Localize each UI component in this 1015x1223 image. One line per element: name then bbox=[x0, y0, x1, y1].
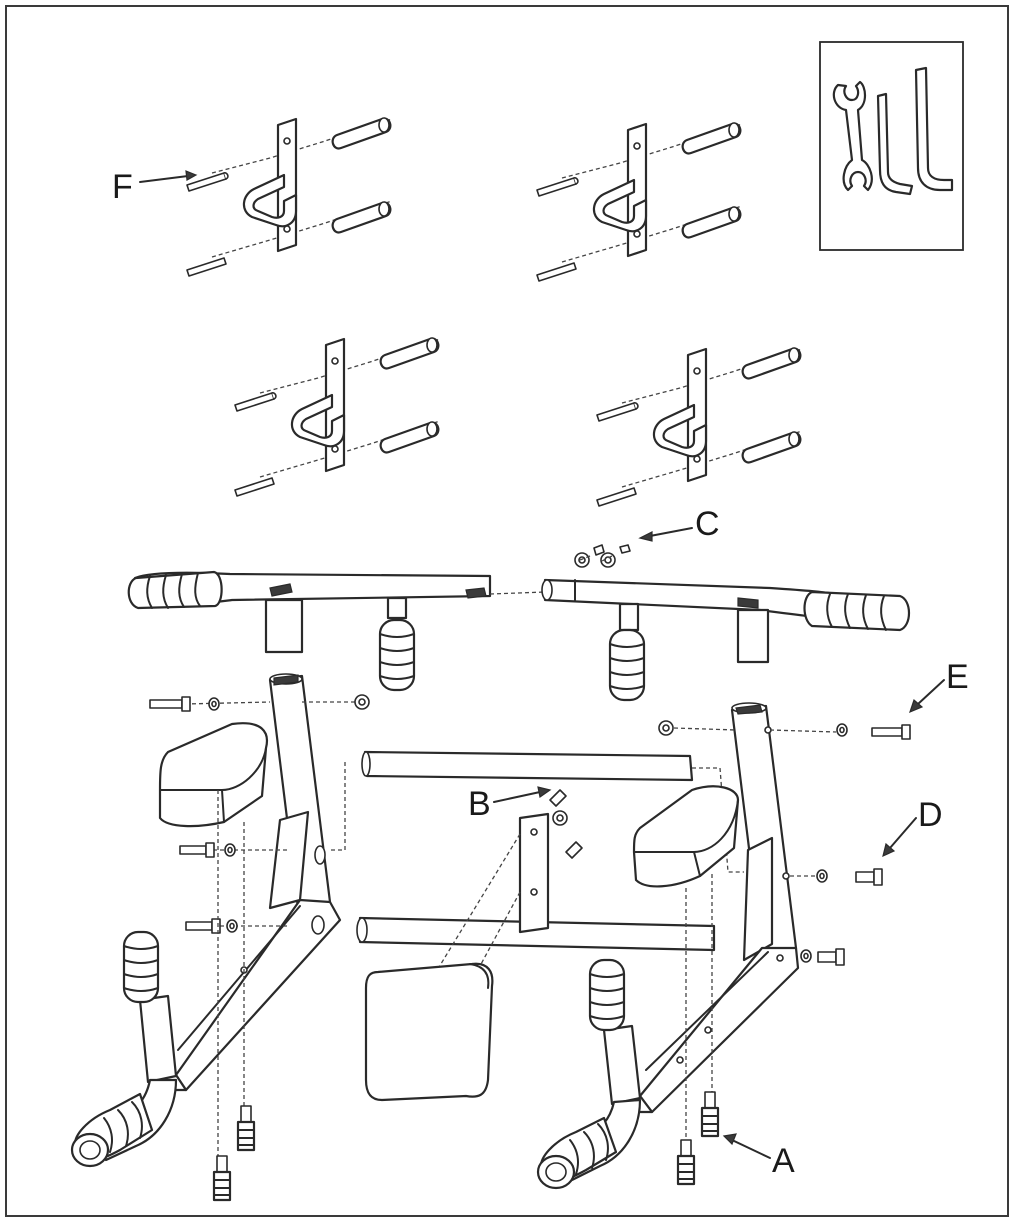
wrench-icon bbox=[832, 80, 873, 192]
tools-box bbox=[819, 41, 964, 251]
top-bar-right bbox=[541, 578, 911, 702]
back-pad bbox=[364, 962, 494, 1102]
right-frame bbox=[536, 702, 800, 1190]
cross-tube-lower bbox=[356, 916, 716, 952]
hardware-left bbox=[149, 694, 370, 1202]
hex-key-icon bbox=[876, 92, 914, 196]
hardware-c bbox=[574, 544, 631, 568]
label-d: D bbox=[918, 796, 943, 834]
cross-tube-upper bbox=[330, 750, 744, 873]
right-arm-pad bbox=[632, 785, 740, 888]
label-e: E bbox=[946, 658, 969, 696]
label-a: A bbox=[772, 1142, 795, 1180]
top-bar-left bbox=[127, 570, 492, 692]
sheet-border bbox=[5, 5, 1009, 1217]
wall-bracket-3 bbox=[233, 336, 442, 498]
hardware-right bbox=[658, 720, 911, 1186]
hex-key-large-icon bbox=[914, 66, 954, 192]
wall-bracket-4 bbox=[595, 346, 804, 508]
wall-bracket-2 bbox=[535, 121, 744, 283]
label-c: C bbox=[695, 505, 720, 543]
center-plate bbox=[435, 789, 583, 973]
label-f: F bbox=[112, 168, 133, 206]
label-b: B bbox=[468, 785, 491, 823]
wall-bracket-1 bbox=[185, 116, 394, 278]
left-arm-pad bbox=[158, 722, 269, 828]
